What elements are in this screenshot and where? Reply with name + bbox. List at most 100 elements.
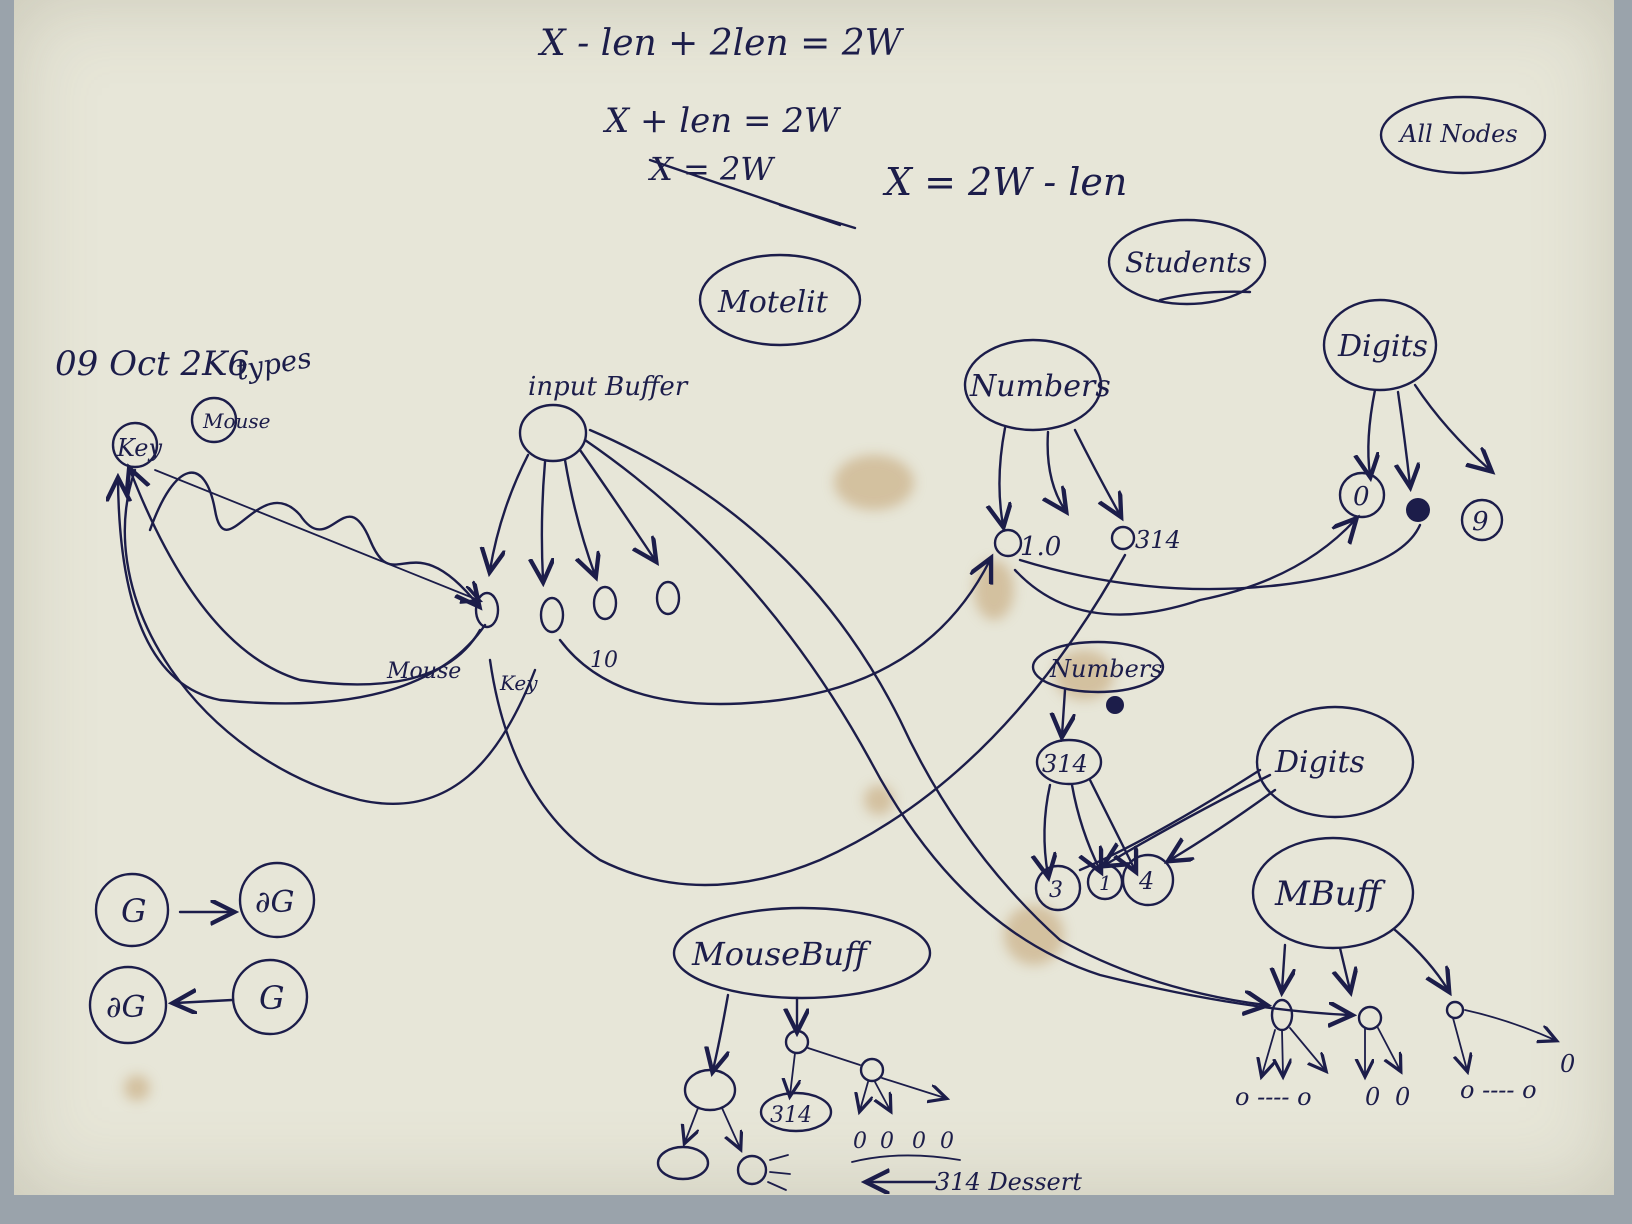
buffer-slot-mouse [474,591,500,629]
digits-small-label: Digits [1274,745,1365,780]
buffer-slot [655,580,681,616]
underline [1158,290,1252,302]
bracket-line [851,1154,961,1163]
dg-label: ∂G [255,885,294,920]
dg-node [88,965,168,1045]
arrow [1413,383,1490,470]
arrow [1282,1029,1283,1075]
node-314-ellipse [1035,738,1103,786]
mbuff-leaf-row: o ---- o [1235,1083,1312,1111]
numbers-label: Numbers [969,369,1111,404]
arrow [1044,783,1050,875]
arrow [1282,943,1285,990]
arrow [881,1077,945,1098]
arrow [1062,688,1065,735]
arrow [860,1081,868,1110]
arrow [1452,1017,1467,1070]
digit-4-label: 4 [1138,867,1154,895]
mousebuff-leaf: 0 [853,1129,867,1154]
number-node [993,528,1023,558]
digit-node-9 [1460,498,1504,542]
mbuff-leaf: 0 [1365,1083,1380,1111]
arrow [490,453,530,570]
digit-node-0 [1338,471,1386,519]
node-314-leaf-label: 314 [770,1103,812,1128]
arrow [578,448,655,560]
digit-3-label: 3 [1049,878,1063,903]
arrow [685,1107,698,1142]
digits-label: Digits [1337,329,1428,364]
numbers-dot [1106,696,1124,714]
motelit-label: Motelit [717,285,829,320]
arrow [1170,788,1277,860]
mbuff-leaf: 0 [1395,1083,1410,1111]
coffee-stain [834,455,914,510]
mbuff-child [1445,1000,1465,1020]
mousebuff-leaf: 0 [912,1129,926,1154]
numbers-small-label: Numbers [1049,655,1163,683]
formula-2: X + len = 2W [602,101,842,141]
wavy-arrow [148,471,478,605]
mousebuff-leaf: 0 [880,1129,894,1154]
arrow [1398,390,1410,485]
number-node [1110,525,1136,551]
digit-node-filled [1406,498,1430,522]
arrow [154,469,478,600]
mbuff-leaf-row: o ---- o [1460,1076,1537,1104]
numbers-small-ellipse [1031,640,1165,694]
strikethrough-line [778,203,857,230]
arrow [1368,388,1375,475]
arrow [563,458,595,575]
arrow [542,460,545,580]
node-314-label: 314 [1042,750,1088,778]
students-ellipse [1107,218,1267,306]
mouse-node-label: Mouse [202,409,271,433]
arrow [1289,1027,1325,1070]
coffee-stain [124,1075,150,1101]
g-label: G [121,892,147,930]
students-label: Students [1125,246,1252,279]
arrow [1262,1029,1276,1075]
input-buffer-ellipse [518,403,588,463]
mbuff-child [1357,1005,1383,1031]
all-nodes-label: All Nodes [1398,120,1518,148]
arrow [1105,773,1272,865]
digit-1-label: 1 [1099,871,1112,895]
digit-0-label: 0 [1353,482,1370,512]
curve-arrow [1013,520,1355,616]
ten-edge-label: 10 [590,648,618,673]
key-label: Key [116,434,162,462]
leaf-caption: 314 Dessert [935,1168,1082,1196]
g-label: G [259,979,285,1017]
all-nodes-ellipse [1379,95,1547,175]
branch-line [807,1047,861,1066]
arrow [1377,1027,1400,1070]
coffee-stain [864,785,894,815]
g-node [231,958,309,1036]
arrow [713,993,728,1070]
paper-sheet [14,0,1614,1195]
digit-node-4 [1121,853,1175,907]
mousebuff-child [859,1057,885,1083]
key-edge-label: Key [499,671,538,695]
curve-arrow [130,470,482,686]
node-314-leaf-ellipse [759,1091,833,1133]
arrow [1393,928,1448,990]
buffer-slot [592,585,618,621]
dg-node [238,861,316,939]
mbuff-ellipse [1251,836,1415,950]
arrow [1073,428,1120,515]
mousebuff-leaf: 0 [940,1129,954,1154]
curve-arrow [583,438,1350,1015]
arrow [1078,768,1262,872]
mousebuff-leaf-node [656,1145,710,1181]
arrow [999,426,1005,525]
curve-arrow [558,560,990,706]
arrow [1340,946,1350,990]
arrow [175,1000,234,1003]
mousebuff-label: MouseBuff [691,935,872,973]
mousebuff-child [784,1029,810,1055]
mousebuff-child [683,1068,737,1112]
digits-small-ellipse [1255,705,1415,819]
